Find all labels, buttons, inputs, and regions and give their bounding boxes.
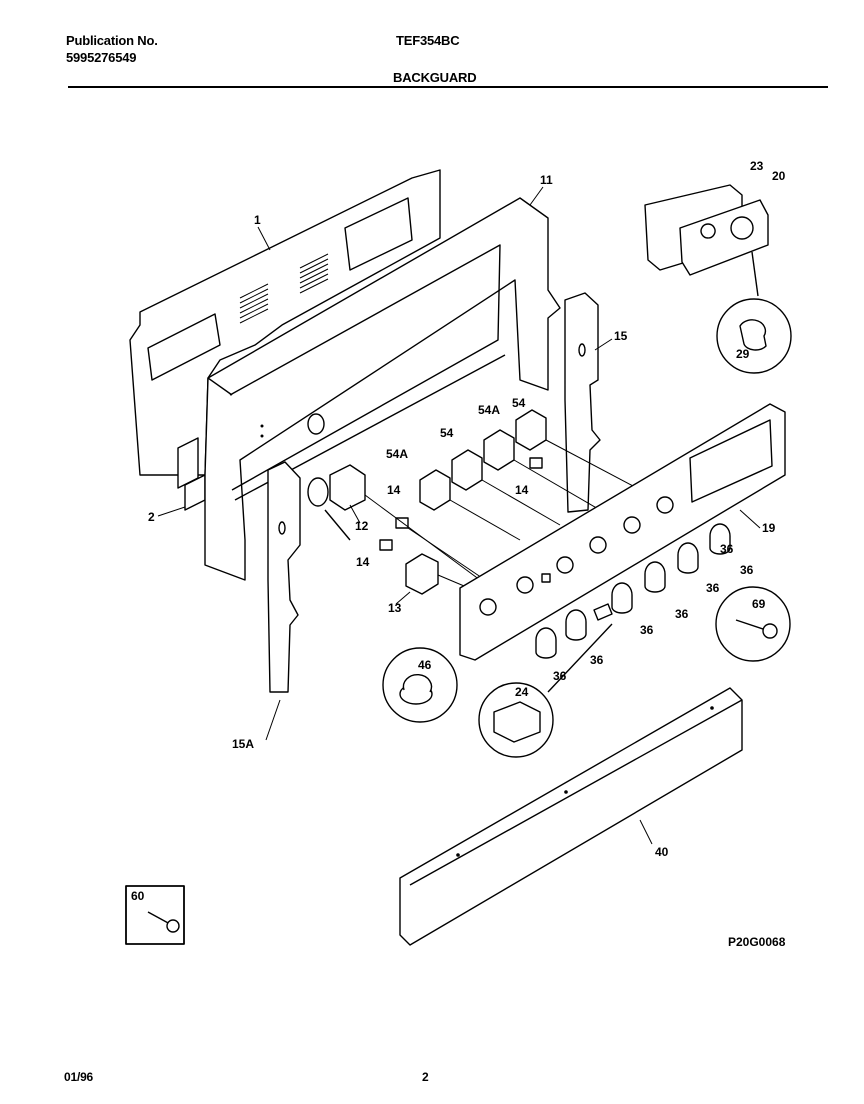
callout-60: 60: [131, 889, 145, 903]
callout-36-g: 36: [720, 542, 734, 556]
callout-23: 23: [750, 159, 764, 173]
callout-20: 20: [772, 169, 786, 183]
callout-12: 12: [355, 519, 369, 533]
callout-54-b: 54: [512, 396, 526, 410]
drawing-id: P20G0068: [728, 935, 786, 949]
control-knobs-part-36: [535, 523, 731, 659]
callout-54a-a: 54A: [478, 403, 500, 417]
callout-24: 24: [515, 685, 529, 699]
callout-54a-b: 54A: [386, 447, 408, 461]
page-number: 2: [422, 1070, 429, 1084]
detail-screw-part-69: [715, 586, 791, 662]
section-title: BACKGUARD: [393, 70, 477, 85]
callout-46: 46: [418, 658, 432, 672]
trim-part-40: [399, 687, 743, 946]
callout-36-c: 36: [640, 623, 654, 637]
publication-number: 5995276549: [66, 50, 137, 65]
callout-leaders: [157, 186, 761, 845]
rear-panel-part-1: [129, 169, 441, 511]
header-rule: [68, 86, 828, 88]
callout-36-f: 36: [740, 563, 754, 577]
switch-box-part-13: [405, 553, 439, 595]
callout-15a: 15A: [232, 737, 254, 751]
detail-knob-part-29: [716, 251, 792, 374]
callout-36-a: 36: [553, 669, 567, 683]
callout-36-e: 36: [706, 581, 720, 595]
callout-13: 13: [388, 601, 402, 615]
side-bracket-part-15: [564, 292, 601, 513]
detail-rocker-switch-part-24: [478, 623, 613, 758]
switch-boxes-part-54: [419, 409, 547, 511]
callout-36-b: 36: [590, 653, 604, 667]
callout-54-a: 54: [440, 426, 454, 440]
callout-36-d: 36: [675, 607, 689, 621]
callout-labels: 1 2 11 12 13 14 14 14 15 15A 19 20 23 24…: [131, 159, 786, 903]
inset-screw-part-60: [125, 885, 185, 945]
callout-14-left: 14: [356, 555, 370, 569]
callout-69: 69: [752, 597, 766, 611]
clock-timer-part-20-23: [644, 184, 769, 276]
side-bracket-part-15a: [267, 461, 301, 693]
infinite-switch-part-12: [307, 464, 366, 541]
callout-1: 1: [254, 213, 261, 227]
callout-19: 19: [762, 521, 776, 535]
callout-29: 29: [736, 347, 750, 361]
control-panel-part-19: [459, 403, 786, 661]
callout-2: 2: [148, 510, 155, 524]
footer-date: 01/96: [64, 1070, 94, 1084]
signal-lights-part-14: [379, 457, 543, 551]
callout-15: 15: [614, 329, 628, 343]
callout-14-top: 14: [387, 483, 401, 497]
model-number: TEF354BC: [396, 33, 460, 48]
detail-button-part-46: [382, 647, 458, 723]
callout-11: 11: [540, 173, 553, 187]
callout-14-right: 14: [515, 483, 529, 497]
publication-label: Publication No.: [66, 33, 158, 48]
callout-40: 40: [655, 845, 669, 859]
